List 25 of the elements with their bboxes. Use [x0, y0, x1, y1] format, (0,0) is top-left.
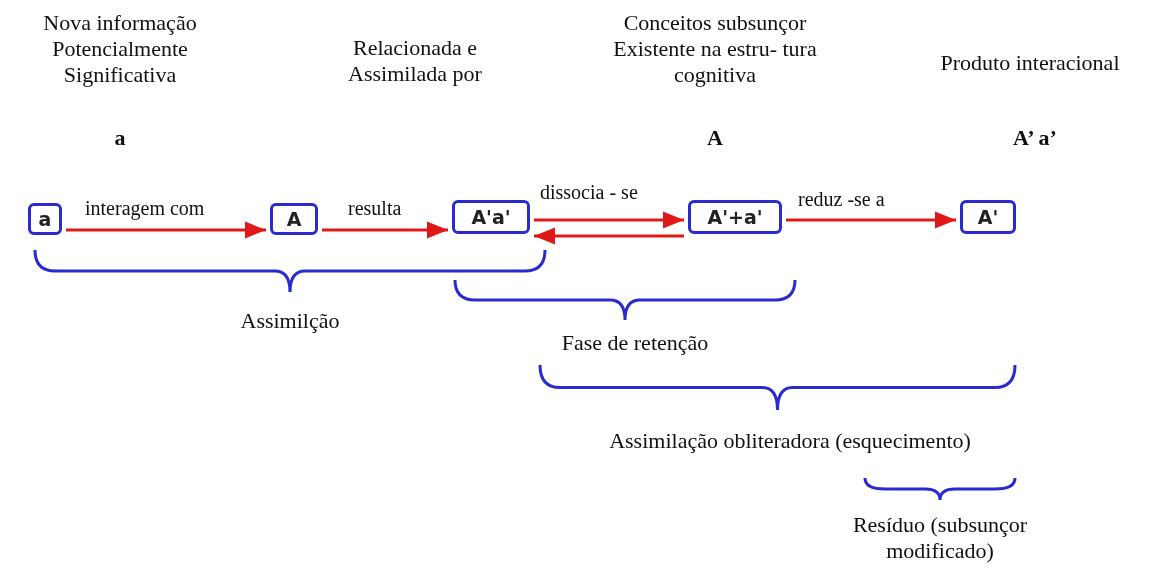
edge-label: resulta [348, 197, 402, 219]
brace-label: Assimilção [239, 308, 341, 334]
top-text: Relacionada e Assimilada por [347, 35, 483, 87]
edge-label: reduz -se a [798, 188, 885, 210]
edge-label: interagem com [85, 197, 205, 219]
brace-label: Fase de retenção [560, 330, 710, 356]
edge-label: dissocia - se [540, 181, 638, 203]
arrow [534, 211, 684, 229]
top-text: Nova informação Potencialmente Significativa [42, 10, 198, 88]
arrow [66, 221, 266, 239]
bold-letter: A’ a’ [1012, 125, 1058, 151]
term-box: A'a' [452, 200, 530, 234]
term-box: a [28, 203, 62, 235]
arrow [322, 221, 448, 239]
term-box: A'+a' [688, 200, 782, 234]
brace-label: Resíduo (subsunçor modificado) [851, 512, 1029, 564]
term-box: A' [960, 200, 1016, 234]
brace-label: Assimilação obliteradora (esquecimento) [608, 428, 972, 454]
bold-letter: A [706, 125, 724, 151]
bold-letter: a [113, 125, 127, 151]
arrow [786, 211, 956, 229]
top-text: Conceitos subsunçor Existente na estru- tura cognitiva [612, 10, 818, 88]
term-box: A [270, 203, 318, 235]
arrow [534, 227, 684, 245]
top-text: Produto interacional [939, 50, 1121, 76]
